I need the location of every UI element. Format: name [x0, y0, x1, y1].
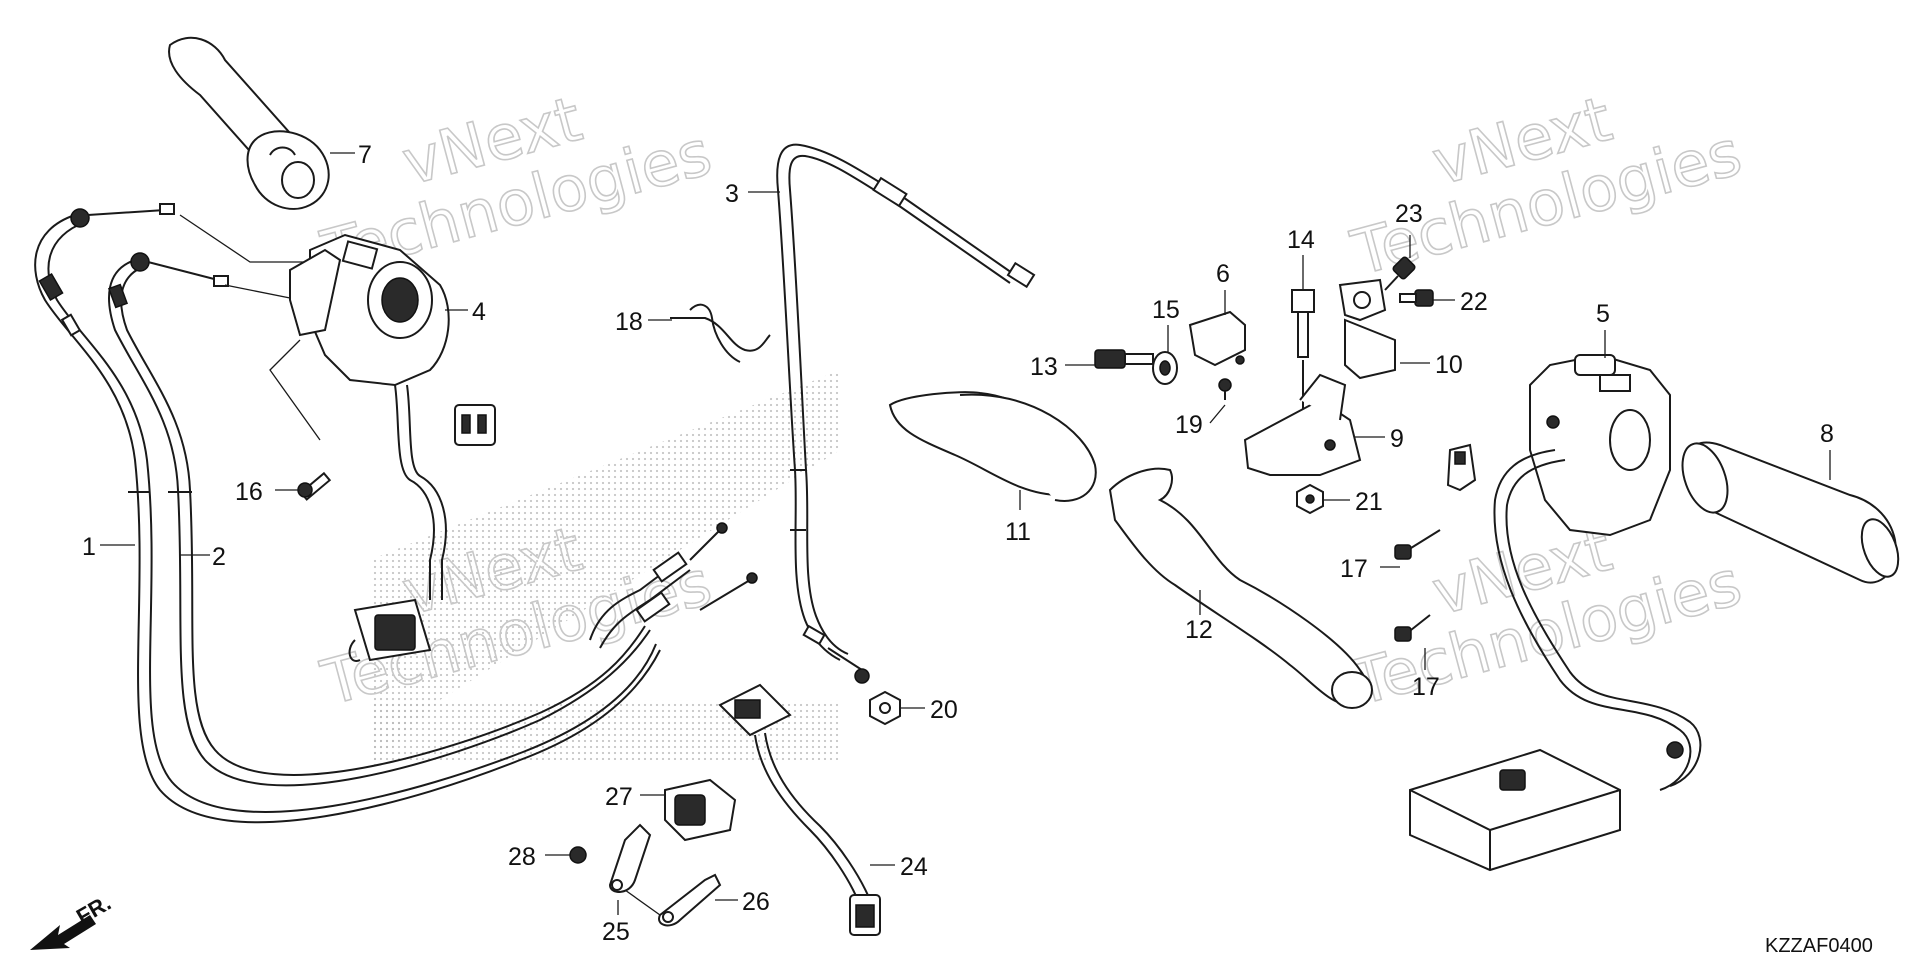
part-bracket-25: [608, 823, 652, 893]
callout-25: 25: [602, 918, 630, 946]
callout-7: 7: [358, 141, 372, 169]
part-screw-17a: [1394, 529, 1441, 560]
callout-17b: 17: [1412, 673, 1440, 701]
throttle-cable-ends: [589, 522, 758, 649]
callout-4: 4: [472, 298, 486, 326]
leader-25-26: [624, 889, 661, 916]
part-switch-housing-left: [289, 233, 496, 662]
reference-lines: [179, 214, 310, 301]
leader-4-screw: [269, 339, 321, 441]
callout-15: 15: [1152, 296, 1180, 324]
part-screw-19: [1218, 378, 1232, 400]
part-switch-27: [664, 778, 737, 842]
callout-13: 13: [1030, 353, 1058, 381]
callout-1: 1: [82, 533, 96, 561]
part-screw-13: [1094, 349, 1154, 369]
part-grip-left: [168, 36, 330, 210]
callout-6: 6: [1216, 260, 1230, 288]
callout-22: 22: [1460, 288, 1488, 316]
part-nut-21: [1296, 483, 1324, 515]
callout-11: 11: [1005, 518, 1031, 546]
callout-14: 14: [1287, 226, 1315, 254]
part-harness-24: [718, 683, 881, 936]
callout-26: 26: [742, 888, 770, 916]
part-switch-housing-right: [1446, 353, 1702, 791]
part-screw-17b: [1394, 614, 1431, 642]
part-lever-bracket-9: [1243, 373, 1362, 476]
callouts: 1 2 3 4 5 6 7 8 9 10 11 12 13 14 15 16 1…: [82, 141, 1834, 946]
callout-8: 8: [1820, 420, 1834, 448]
part-screw-23: [1384, 256, 1416, 291]
callout-5: 5: [1596, 300, 1610, 328]
part-clip-18: [670, 303, 771, 363]
callout-2: 2: [212, 543, 226, 571]
part-clutch-lever-12: [1108, 467, 1373, 709]
part-clutch-cable: [776, 143, 1036, 684]
callout-9: 9: [1390, 425, 1404, 453]
part-switch-module: [1409, 748, 1621, 872]
callout-20: 20: [930, 696, 958, 724]
part-grip-right: [1681, 441, 1900, 584]
callout-24: 24: [900, 853, 928, 881]
part-holder-10: [1338, 278, 1396, 380]
callout-3: 3: [725, 180, 739, 208]
part-bracket-26: [658, 873, 722, 927]
throttle-cables: [34, 203, 661, 824]
part-switch-6: [1188, 310, 1246, 367]
front-arrow-icon: [30, 915, 96, 950]
front-direction-indicator: FR.: [30, 890, 115, 950]
callout-27: 27: [605, 783, 633, 811]
part-lever-grip-11: [888, 391, 1097, 502]
part-screw-16: [297, 471, 332, 501]
callout-28: 28: [508, 843, 536, 871]
callout-17a: 17: [1340, 555, 1368, 583]
callout-23: 23: [1395, 200, 1423, 228]
part-nut-20: [869, 690, 901, 726]
part-screw-28: [569, 846, 587, 864]
callout-21: 21: [1355, 488, 1383, 516]
callout-18: 18: [615, 308, 643, 336]
diagram-code: KZZAF0400: [1765, 935, 1873, 957]
part-washer-15: [1152, 351, 1178, 385]
callout-16: 16: [235, 478, 263, 506]
callout-19: 19: [1175, 411, 1203, 439]
part-screw-22: [1399, 289, 1434, 307]
callout-12: 12: [1185, 616, 1213, 644]
callout-10: 10: [1435, 351, 1463, 379]
